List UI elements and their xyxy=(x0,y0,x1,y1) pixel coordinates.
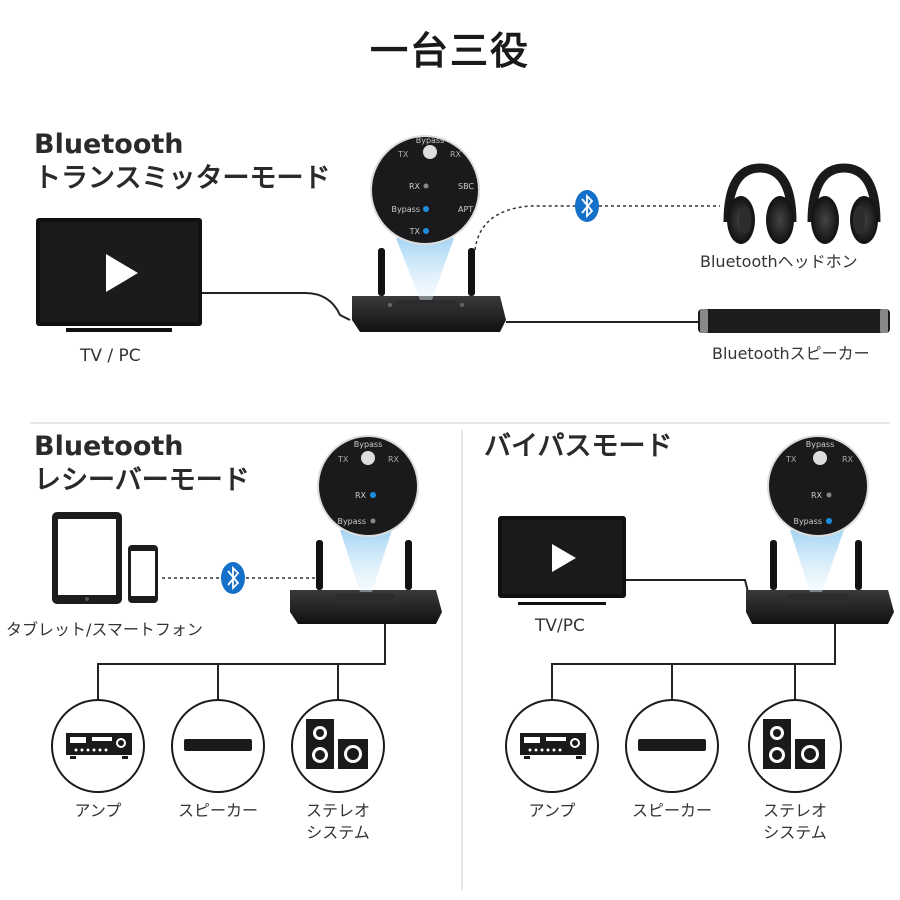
panel-side-sbc: SBC xyxy=(458,182,474,191)
zoom-beam xyxy=(396,238,454,300)
tv-monitor-icon xyxy=(36,218,202,332)
panel-rx-top: RX xyxy=(842,455,854,464)
title-line: トランスミッターモード xyxy=(34,163,331,194)
output-label-line: ステレオ xyxy=(762,801,827,820)
play-icon xyxy=(106,254,138,292)
audio-cable xyxy=(551,624,836,700)
panel-row-rx: RX xyxy=(355,491,367,500)
antenna-icon xyxy=(855,540,862,590)
output-label: ステレオ システム xyxy=(745,800,845,844)
bluetooth-icon xyxy=(575,190,599,222)
page-title: 一台三役 xyxy=(369,29,530,73)
tablet-icon xyxy=(52,512,122,604)
device-panel-zoom: Bypass TX RX RX Bypass xyxy=(317,435,419,537)
panel-bypass-top: Bypass xyxy=(416,136,445,145)
device-panel-zoom: Bypass TX RX RX Bypass TX SBC APT xyxy=(370,135,480,245)
zoom-beam xyxy=(790,530,844,592)
output-amplifier xyxy=(51,699,145,793)
output-amplifier xyxy=(505,699,599,793)
audio-cable xyxy=(202,292,351,321)
panel-tx-top: TX xyxy=(337,455,349,464)
stereo-speakers-icon xyxy=(763,719,825,769)
transceiver-device xyxy=(352,248,506,332)
panel-side-apt: APT xyxy=(458,205,473,214)
title-line: Bluetooth xyxy=(34,431,184,462)
output-label: アンプ xyxy=(74,801,122,820)
panel-row-bypass: Bypass xyxy=(793,517,822,526)
panel-tx-top: TX xyxy=(785,455,797,464)
transmitter-mode-title: Bluetooth トランスミッターモード xyxy=(34,128,330,196)
panel-row-rx: RX xyxy=(409,182,421,191)
source-label: TV/PC xyxy=(535,616,585,636)
speaker-label: Bluetoothスピーカー xyxy=(712,344,870,363)
output-label-line: ステレオ xyxy=(305,801,370,820)
antenna-icon xyxy=(378,248,385,296)
zoom-beam xyxy=(340,530,392,592)
output-label: スピーカー xyxy=(177,801,258,820)
tv-monitor-icon xyxy=(498,516,626,605)
play-icon xyxy=(552,544,576,572)
output-label: アンプ xyxy=(528,801,576,820)
panel-tx-top: TX xyxy=(397,150,409,159)
antenna-icon xyxy=(405,540,412,590)
antenna-icon xyxy=(770,540,777,590)
headphones-icon xyxy=(723,163,797,244)
soundbar-icon xyxy=(638,739,706,751)
mode-knob-icon xyxy=(423,145,437,159)
receiver-mode-title: Bluetooth レシーバーモード xyxy=(34,430,250,498)
audio-cable xyxy=(626,579,751,601)
headphones-icon xyxy=(807,163,881,244)
panel-row-bypass: Bypass xyxy=(391,205,420,214)
device-panel-zoom: Bypass TX RX RX Bypass xyxy=(767,435,869,537)
transceiver-device xyxy=(746,540,894,624)
mode-knob-icon xyxy=(361,451,375,465)
title-line: レシーバーモード xyxy=(34,465,250,496)
title-line: Bluetooth xyxy=(34,129,184,160)
stereo-speakers-icon xyxy=(306,719,368,769)
source-label: タブレット/スマートフォン xyxy=(6,620,203,639)
panel-rx-top: RX xyxy=(450,150,462,159)
smartphone-icon xyxy=(128,545,158,603)
bypass-mode-title: バイパスモード xyxy=(484,431,673,462)
output-label: スピーカー xyxy=(631,801,712,820)
panel-bypass-top: Bypass xyxy=(354,440,383,449)
bluetooth-icon xyxy=(221,562,245,594)
antenna-icon xyxy=(468,248,475,296)
mode-knob-icon xyxy=(813,451,827,465)
output-stereo xyxy=(291,699,385,793)
output-speaker xyxy=(171,699,265,793)
amplifier-icon xyxy=(66,733,132,759)
panel-row-tx: TX xyxy=(409,227,421,236)
output-label-line: システム xyxy=(306,823,370,842)
source-label: TV / PC xyxy=(80,346,141,366)
output-speaker xyxy=(625,699,719,793)
soundbar-icon xyxy=(698,309,890,333)
panel-bypass-top: Bypass xyxy=(806,440,835,449)
soundbar-icon xyxy=(184,739,252,751)
panel-row-bypass: Bypass xyxy=(337,517,366,526)
antenna-icon xyxy=(316,540,323,590)
output-label: ステレオ システム xyxy=(288,800,388,844)
output-label-line: システム xyxy=(763,823,827,842)
audio-cable xyxy=(97,624,386,700)
panel-rx-top: RX xyxy=(388,455,400,464)
amplifier-icon xyxy=(520,733,586,759)
panel-row-rx: RX xyxy=(811,491,823,500)
wireless-link xyxy=(474,205,575,251)
transceiver-device xyxy=(290,540,442,624)
headphone-label: Bluetoothヘッドホン xyxy=(700,252,858,271)
output-stereo xyxy=(748,699,842,793)
